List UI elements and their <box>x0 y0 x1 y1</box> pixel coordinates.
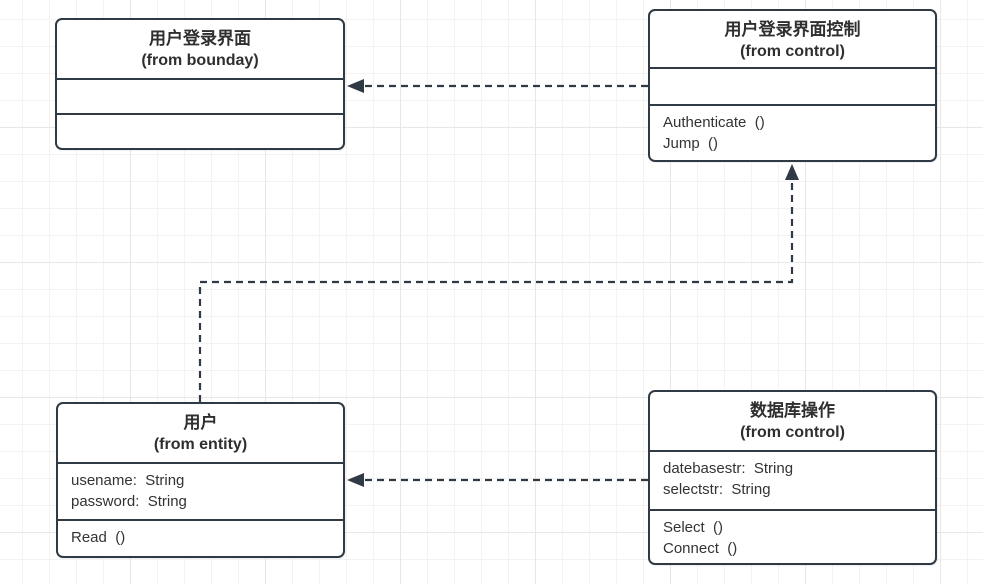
attribute-line: datebasestr: String <box>663 460 794 477</box>
class-stereotype: (from bounday) <box>141 52 259 69</box>
dependency-arrow-database-to-user[interactable] <box>347 473 648 487</box>
class-title: 用户登录界面控制 <box>724 20 861 39</box>
dependency-arrow-control-to-ui[interactable] <box>347 79 648 93</box>
attribute-line: password: String <box>71 493 187 510</box>
class-attributes-compartment <box>57 78 343 113</box>
class-box-database-ops[interactable]: 数据库操作 (from control) datebasestr: String… <box>648 390 937 565</box>
class-attributes-compartment: datebasestr: String selectstr: String <box>650 450 935 509</box>
method-line: Connect () <box>663 540 738 557</box>
class-stereotype: (from control) <box>740 43 845 60</box>
class-title-compartment: 用户登录界面控制 (from control) <box>650 11 935 67</box>
method-line: Jump () <box>663 135 719 152</box>
class-title: 用户 <box>183 413 218 432</box>
class-title-compartment: 用户登录界面 (from bounday) <box>57 20 343 78</box>
class-title: 数据库操作 <box>750 401 835 420</box>
class-methods-compartment <box>57 113 343 148</box>
class-methods-compartment: Authenticate () Jump () <box>650 104 935 160</box>
class-box-login-ui[interactable]: 用户登录界面 (from bounday) <box>55 18 345 150</box>
class-attributes-compartment: usename: String password: String <box>58 462 343 519</box>
class-box-login-ui-control[interactable]: 用户登录界面控制 (from control) Authenticate () … <box>648 9 937 162</box>
dependency-arrow-user-to-control[interactable] <box>198 164 799 402</box>
method-line: Authenticate () <box>663 114 765 131</box>
attribute-line: selectstr: String <box>663 481 771 498</box>
class-methods-compartment: Select () Connect () <box>650 509 935 563</box>
class-title: 用户登录界面 <box>149 29 251 48</box>
class-methods-compartment: Read () <box>58 519 343 556</box>
class-title-compartment: 数据库操作 (from control) <box>650 392 935 450</box>
class-title-compartment: 用户 (from entity) <box>58 404 343 462</box>
method-line: Select () <box>663 519 724 536</box>
method-line: Read () <box>71 529 126 546</box>
class-stereotype: (from control) <box>740 424 845 441</box>
class-attributes-compartment <box>650 67 935 104</box>
class-stereotype: (from entity) <box>153 436 248 453</box>
class-box-user[interactable]: 用户 (from entity) usename: String passwor… <box>56 402 345 558</box>
attribute-line: usename: String <box>71 472 185 489</box>
